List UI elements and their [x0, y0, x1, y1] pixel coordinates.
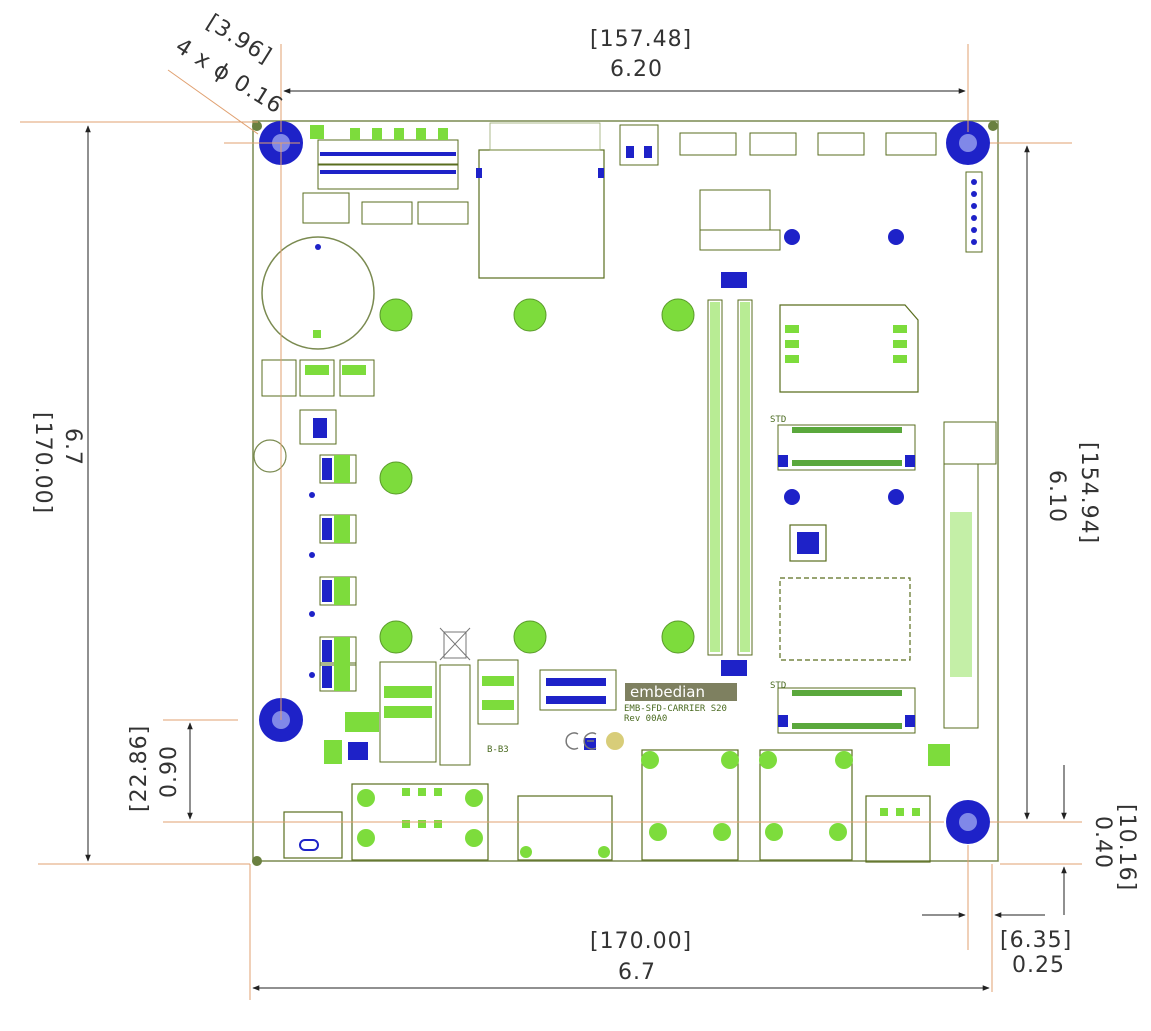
mounting-hole-top-right: [946, 121, 990, 165]
right-bottom-mm: [10.16]: [1114, 804, 1139, 891]
top-width-mm: [157.48]: [590, 27, 692, 52]
std-connector-bottom: [777, 687, 916, 734]
top-width-inch: 6.20: [610, 57, 663, 82]
right-height-mm: [154.94]: [1076, 442, 1101, 544]
std-label-bottom: STD: [770, 681, 786, 691]
fcc-mark: [606, 732, 624, 750]
board-revision-label: Rev 00A0: [624, 714, 667, 724]
bottom-width-inch: 6.7: [618, 960, 656, 985]
battery-holder: [261, 236, 375, 350]
left-height-mm: [170.00]: [30, 412, 55, 514]
std-connector-top: [777, 424, 916, 471]
embedian-logo: embedian: [625, 683, 737, 701]
left-height-inch: 6.7: [60, 428, 85, 466]
sodimm-socket: [707, 272, 753, 676]
mounting-hole-bottom-right: [946, 800, 990, 844]
processor-area: [779, 304, 919, 661]
lan-connector-2: [759, 749, 853, 861]
std-label-top: STD: [770, 415, 786, 425]
bottom-right-mm: [6.35]: [1000, 928, 1072, 953]
green-test-pads: [379, 298, 695, 654]
weee-bin-icon: [439, 627, 471, 661]
board-outline: [252, 120, 999, 862]
ce-mark: [565, 732, 597, 750]
right-pin-header: [943, 171, 997, 729]
right-bottom-inch: 0.40: [1090, 816, 1115, 869]
vga-connector: [517, 795, 613, 861]
label-b-b3: B-B3: [487, 745, 509, 755]
bottom-width-mm: [170.00]: [590, 929, 692, 954]
usb-micro-connector: [283, 811, 343, 859]
lan-connector-1: [641, 749, 739, 861]
left-bottom-mm: [22.86]: [127, 725, 152, 812]
top-connectors: [302, 124, 937, 251]
board-model-label: EMB-SFD-CARRIER S20: [624, 704, 727, 714]
left-bottom-inch: 0.90: [157, 745, 182, 798]
right-height-inch: 6.10: [1044, 470, 1069, 523]
pcb-board: STD STD: [252, 120, 999, 866]
rj11-connector: [865, 795, 931, 863]
svg-text:embedian: embedian: [630, 683, 705, 701]
dimension-lines: [20, 44, 1082, 1000]
bottom-right-inch: 0.25: [1012, 953, 1065, 978]
